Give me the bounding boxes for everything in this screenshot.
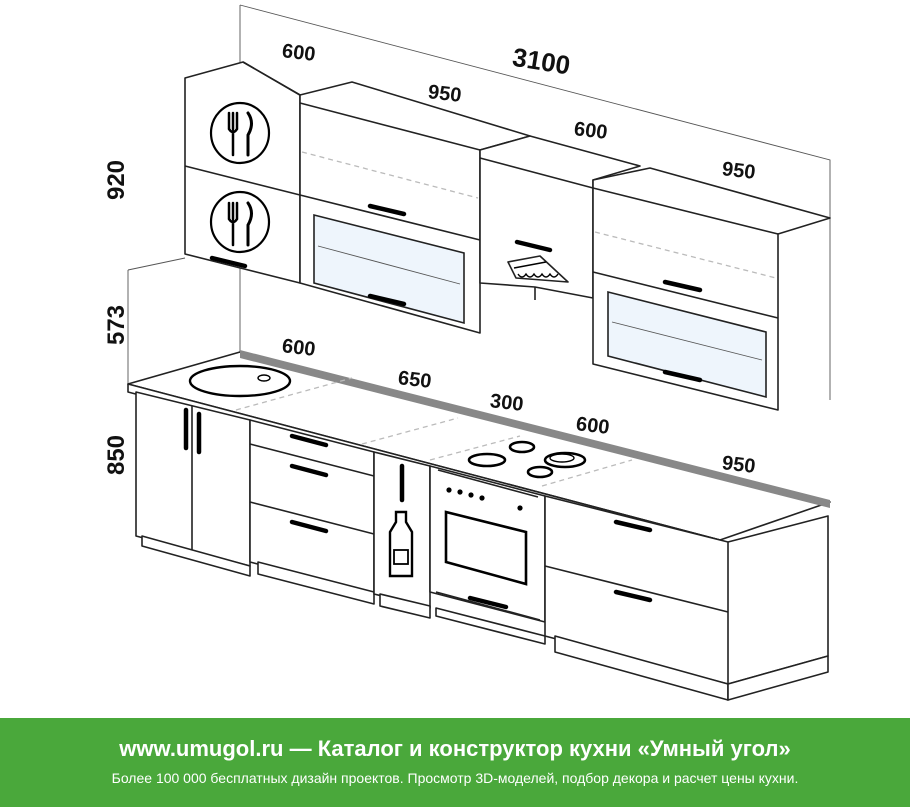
upper-cabinet-4 <box>592 167 831 411</box>
dim-base-5: 950 <box>721 452 757 478</box>
base-cabinet-1 <box>135 391 251 577</box>
dim-base-3: 300 <box>489 390 525 416</box>
dim-upper-height: 920 <box>103 160 130 200</box>
glass-panel <box>607 290 767 399</box>
upper-cabinet-3 <box>479 135 641 300</box>
dim-base-2: 650 <box>397 367 433 393</box>
upper-cabinet-1 <box>184 61 301 284</box>
dim-upper-3: 600 <box>573 118 609 144</box>
dim-base-1: 600 <box>281 335 317 361</box>
dim-base-4: 600 <box>575 413 611 439</box>
cooktop-icon <box>467 440 587 479</box>
upper-cabinet-2 <box>299 81 531 334</box>
base-cabinet-4 <box>429 465 546 645</box>
dim-gap-height: 573 <box>103 305 130 345</box>
fork-knife-icon <box>209 101 271 165</box>
range-hood-icon <box>507 255 569 283</box>
dim-upper-2: 950 <box>427 81 463 107</box>
base-cabinet-5 <box>544 495 829 701</box>
glass-panel <box>313 213 465 325</box>
dim-total-width: 3100 <box>510 42 572 81</box>
kitchen-diagram: 3100 600 950 600 950 600 650 300 600 950… <box>103 4 831 701</box>
wall-outline <box>127 4 831 400</box>
dim-upper-4: 950 <box>721 158 757 184</box>
footer-banner: www.umugol.ru — Каталог и конструктор ку… <box>0 718 910 807</box>
fork-knife-icon <box>209 190 271 254</box>
base-cabinet-2 <box>249 419 375 605</box>
sink-icon <box>188 364 292 398</box>
dim-upper-1: 600 <box>281 40 317 66</box>
base-cabinet-3 <box>373 451 431 619</box>
bottle-icon <box>388 510 414 578</box>
banner-title[interactable]: www.umugol.ru — Каталог и конструктор ку… <box>119 736 791 761</box>
dim-base-height: 850 <box>103 435 130 475</box>
oven-icon <box>435 487 541 621</box>
banner-subtitle: Более 100 000 бесплатных дизайн проектов… <box>111 770 799 786</box>
